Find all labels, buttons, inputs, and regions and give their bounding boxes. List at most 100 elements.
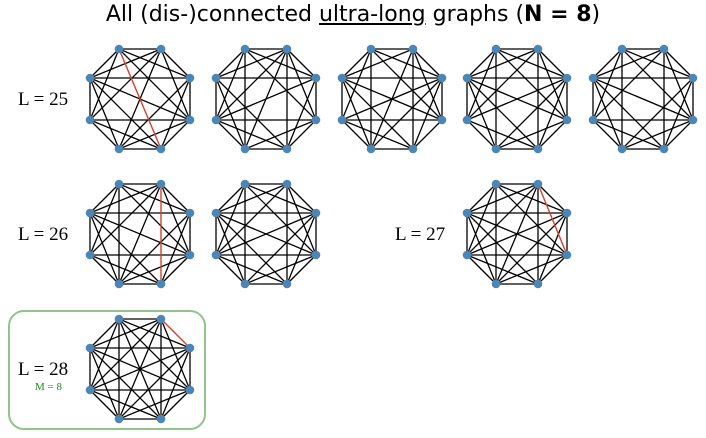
graph-vertex <box>85 343 95 353</box>
graph-edge <box>466 212 539 285</box>
graph-edge <box>466 48 539 121</box>
graph-edge <box>466 183 497 214</box>
graph-edge <box>89 318 162 349</box>
graph-edge <box>215 183 288 214</box>
graph-L27-7 <box>462 179 572 289</box>
graph-vertex <box>462 208 472 218</box>
graph-vertex <box>185 343 195 353</box>
graph-edge <box>215 48 288 79</box>
graph-edge <box>537 254 568 285</box>
graph-vertex <box>588 115 598 125</box>
graph-edge <box>495 212 568 285</box>
graph-edge <box>215 254 246 285</box>
graph-L25-0 <box>85 44 195 154</box>
graph-vertex <box>240 44 250 54</box>
graph-vertex <box>562 208 572 218</box>
graph-edge <box>215 77 288 150</box>
graph-edge <box>621 48 694 121</box>
graph-vertex <box>659 144 669 154</box>
graph-vertex <box>211 115 221 125</box>
graph-vertex <box>311 208 321 218</box>
graph-edge <box>118 77 191 150</box>
graph-edge <box>495 119 568 150</box>
title-middle: graphs ( <box>425 2 525 27</box>
graph-edge <box>244 254 317 285</box>
graph-edge <box>592 48 665 79</box>
graph-edge <box>215 183 246 214</box>
title-underlined: ultra-long <box>318 2 426 27</box>
title-suffix: ) <box>591 2 601 27</box>
graph-edge <box>89 48 120 79</box>
graph-edge <box>592 48 623 79</box>
graph-vertex <box>185 73 195 83</box>
graph-vertex <box>408 44 418 54</box>
graph-edge <box>621 77 694 150</box>
graph-edge <box>592 77 623 150</box>
graph-edge <box>341 48 414 79</box>
graph-edge <box>215 212 246 285</box>
graph-edge <box>215 48 246 121</box>
graph-vertex <box>311 73 321 83</box>
graph-edge <box>244 183 317 256</box>
graph-edge <box>370 48 443 121</box>
graph-vertex <box>114 414 124 424</box>
graph-edge <box>160 389 191 420</box>
graph-edge <box>466 254 497 285</box>
graph-edge <box>592 77 665 150</box>
graph-edge <box>118 318 191 391</box>
page-title: All (dis-)connected ultra-long graphs (N… <box>0 2 706 27</box>
graph-edge <box>160 48 191 79</box>
row-label-l27: L = 27 <box>395 224 446 245</box>
graph-vertex <box>156 44 166 54</box>
graph-edge <box>244 119 317 150</box>
graph-edge <box>466 77 497 150</box>
graph-L25-3 <box>462 44 572 154</box>
graph-vertex <box>85 208 95 218</box>
graph-edge <box>412 119 443 150</box>
graph-edge <box>244 48 317 121</box>
graph-edge <box>286 183 317 214</box>
graph-edge <box>160 183 191 214</box>
graph-vertex <box>533 279 543 289</box>
graph-edge <box>118 389 191 420</box>
graph-edge <box>495 254 568 285</box>
graph-vertex <box>366 144 376 154</box>
graph-vertex <box>85 385 95 395</box>
graph-vertex <box>617 144 627 154</box>
graph-edge <box>537 48 568 79</box>
graph-vertex <box>366 44 376 54</box>
graph-vertex <box>462 115 472 125</box>
graph-L28-8 <box>85 314 195 424</box>
graph-edge <box>118 48 191 121</box>
graph-edge <box>89 347 191 391</box>
graph-vertex <box>156 279 166 289</box>
highlighted-edge <box>160 318 191 349</box>
graph-vertex <box>659 44 669 54</box>
graph-edge <box>621 119 694 150</box>
graph-vertex <box>588 73 598 83</box>
graph-vertex <box>85 115 95 125</box>
graph-L25-2 <box>337 44 447 154</box>
graph-edge <box>89 212 120 285</box>
graph-edge <box>592 119 665 150</box>
row-label-l25: L = 25 <box>18 89 69 110</box>
graph-edge <box>89 318 120 349</box>
graph-vertex <box>491 144 501 154</box>
graph-edge <box>89 212 191 256</box>
graph-vertex <box>562 115 572 125</box>
highlighted-edge <box>537 183 568 256</box>
graph-edge <box>466 119 539 150</box>
graph-vertex <box>688 73 698 83</box>
graph-vertex <box>211 73 221 83</box>
graph-edge <box>592 119 623 150</box>
graph-edge <box>89 389 162 420</box>
graph-edge <box>341 119 372 150</box>
graph-edge <box>286 48 317 79</box>
graph-vertex <box>282 279 292 289</box>
graph-edge <box>244 183 317 214</box>
graph-vertex <box>156 414 166 424</box>
graph-edge <box>592 77 694 121</box>
graph-edge <box>215 254 288 285</box>
graph-L25-1 <box>211 44 321 154</box>
graph-vertex <box>462 250 472 260</box>
